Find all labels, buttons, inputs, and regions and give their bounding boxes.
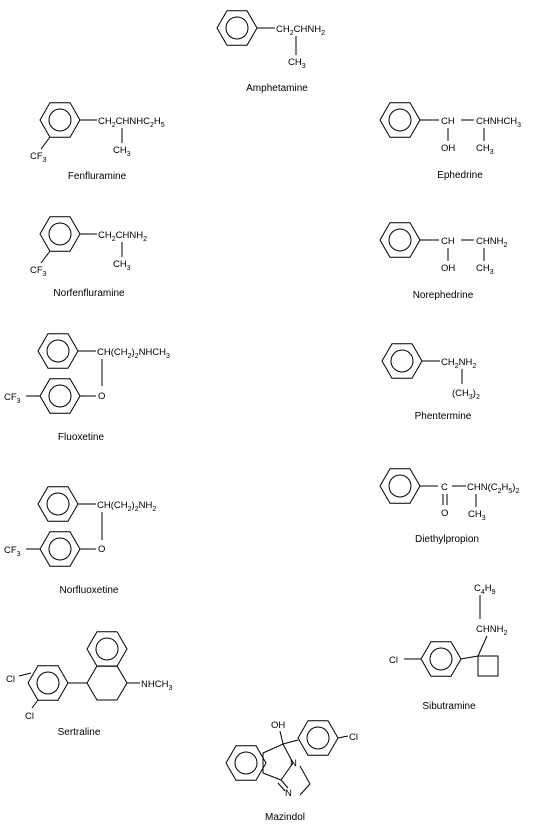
benzene-ring — [27, 665, 69, 701]
fenfluramine-chain-label: CH2CHNHC2H5 — [98, 116, 165, 129]
benzene-ring — [39, 378, 81, 414]
aromatic-circle — [46, 492, 70, 516]
amphetamine-chain-label: CH2CHNH2 — [276, 24, 325, 37]
sertraline-structure: Cl Cl NHCH3 Sertraline — [6, 631, 172, 738]
benzene-ring — [39, 216, 81, 252]
diethylpropion-chain-label: CHN(C2H5)2 — [467, 482, 519, 495]
ephedrine-ch3-label: CH3 — [476, 143, 494, 156]
fluoxetine-chain-label: CH(CH2)2NHCH3 — [97, 347, 170, 360]
sibutramine-caption: Sibutramine — [422, 701, 476, 712]
aromatic-circle — [390, 349, 414, 373]
benzene-ring — [381, 343, 423, 379]
fenfluramine-caption: Fenfluramine — [68, 171, 127, 182]
sibutramine-structure: C4H9 CHNH2 Cl Sibutramine — [389, 583, 507, 712]
aromatic-circle — [388, 474, 412, 498]
mazindol-structure: OH Cl N N Mazindol — [225, 720, 358, 823]
sertraline-nhch3-label: NHCH3 — [141, 679, 172, 692]
aromatic-circle — [46, 339, 70, 363]
aromatic-circle — [225, 16, 249, 40]
phentermine-chain-label: CH2NH2 — [441, 357, 476, 370]
fluoxetine-cf3-label: CF3 — [4, 392, 21, 405]
benzene-ring — [86, 631, 128, 667]
fenfluramine-cf3-label: CF3 — [30, 151, 47, 164]
norfluoxetine-chain-label: CH(CH2)2NH2 — [97, 500, 156, 513]
mazindol-n2-label: N — [285, 788, 292, 799]
ephedrine-chain-label: CHNHCH3 — [476, 116, 521, 129]
norfenfluramine-structure: CH2CHNH2 CH3 CF3 Norfenfluramine — [30, 216, 147, 299]
sibutramine-cl-label: Cl — [389, 655, 398, 666]
diethylpropion-o-label: O — [441, 508, 448, 519]
sibutramine-c4h9-label: C4H9 — [474, 583, 496, 596]
norfluoxetine-structure: CH(CH2)2NH2 O CF3 Norfluoxetine — [4, 486, 156, 596]
mazindol-cl-label: Cl — [349, 732, 358, 743]
aromatic-circle — [48, 108, 72, 132]
norephedrine-oh-label: OH — [441, 263, 455, 274]
norfluoxetine-caption: Norfluoxetine — [60, 585, 119, 596]
aromatic-circle — [388, 108, 412, 132]
fluoxetine-structure: CH(CH2)2NHCH3 O CF3 Fluoxetine — [4, 333, 170, 443]
benzene-ring — [37, 333, 79, 369]
amphetamine-ch3-label: CH3 — [288, 57, 306, 70]
diethylpropion-ch3-label: CH3 — [468, 509, 486, 522]
sertraline-cl2-label: Cl — [25, 711, 34, 722]
aromatic-circle — [48, 537, 72, 561]
benzene-ring — [216, 10, 258, 46]
aromatic-circle — [36, 671, 60, 695]
norfluoxetine-cf3-label: CF3 — [4, 545, 21, 558]
sertraline-cl1-label: Cl — [6, 674, 15, 685]
benzene-ring — [225, 745, 267, 781]
aromatic-circle — [48, 222, 72, 246]
diethylpropion-structure: C CHN(C2H5)2 O CH3 Diethylpropion — [379, 468, 519, 545]
benzene-ring — [39, 102, 81, 138]
fenfluramine-ch3-label: CH3 — [113, 145, 131, 158]
aromatic-circle — [306, 726, 330, 750]
amphetamine-structure: CH2CHNH2 CH3 Amphetamine — [216, 10, 325, 94]
phentermine-ch3-label: (CH3)2 — [452, 388, 480, 401]
diethylpropion-caption: Diethylpropion — [415, 534, 479, 545]
aromatic-circle — [388, 228, 412, 252]
sibutramine-chain-label: CHNH2 — [476, 624, 507, 637]
norfenfluramine-caption: Norfenfluramine — [53, 288, 125, 299]
norfenfluramine-cf3-label: CF3 — [30, 265, 47, 278]
mazindol-oh-label: OH — [271, 720, 285, 731]
norephedrine-structure: CH CHNH2 OH CH3 Norephedrine — [379, 222, 507, 301]
fenfluramine-structure: CH2CHNHC2H5 CH3 CF3 Fenfluramine — [30, 102, 165, 182]
norfenfluramine-chain-label: CH2CHNH2 — [98, 230, 147, 243]
amphetamine-caption: Amphetamine — [246, 83, 308, 94]
ephedrine-ch-label: CH — [441, 116, 455, 127]
aromatic-circle — [95, 637, 119, 661]
norephedrine-ch-label: CH — [441, 236, 455, 247]
norfluoxetine-o-label: O — [98, 544, 105, 555]
aromatic-circle — [234, 751, 258, 775]
benzene-ring — [420, 641, 462, 677]
benzene-ring — [379, 102, 421, 138]
norfenfluramine-ch3-label: CH3 — [113, 259, 131, 272]
fluoxetine-caption: Fluoxetine — [58, 432, 105, 443]
phentermine-structure: CH2NH2 (CH3)2 Phentermine — [381, 343, 480, 422]
benzene-ring — [297, 720, 339, 756]
diethylpropion-c-label: C — [441, 482, 448, 493]
ephedrine-oh-label: OH — [441, 143, 455, 154]
benzene-ring — [379, 468, 421, 504]
ephedrine-caption: Ephedrine — [437, 170, 483, 181]
phentermine-caption: Phentermine — [415, 411, 472, 422]
norephedrine-chain-label: CHNH2 — [476, 236, 507, 249]
benzene-ring — [39, 531, 81, 567]
benzene-ring — [379, 222, 421, 258]
norephedrine-ch3-label: CH3 — [476, 263, 494, 276]
ephedrine-structure: CH CHNHCH3 OH CH3 Ephedrine — [379, 102, 521, 181]
aromatic-circle — [48, 384, 72, 408]
aromatic-circle — [429, 647, 453, 671]
mazindol-caption: Mazindol — [265, 812, 305, 823]
norephedrine-caption: Norephedrine — [413, 290, 474, 301]
benzene-ring — [37, 486, 79, 522]
fluoxetine-o-label: O — [98, 391, 105, 402]
sertraline-caption: Sertraline — [58, 727, 101, 738]
mazindol-n1-label: N — [290, 758, 297, 769]
